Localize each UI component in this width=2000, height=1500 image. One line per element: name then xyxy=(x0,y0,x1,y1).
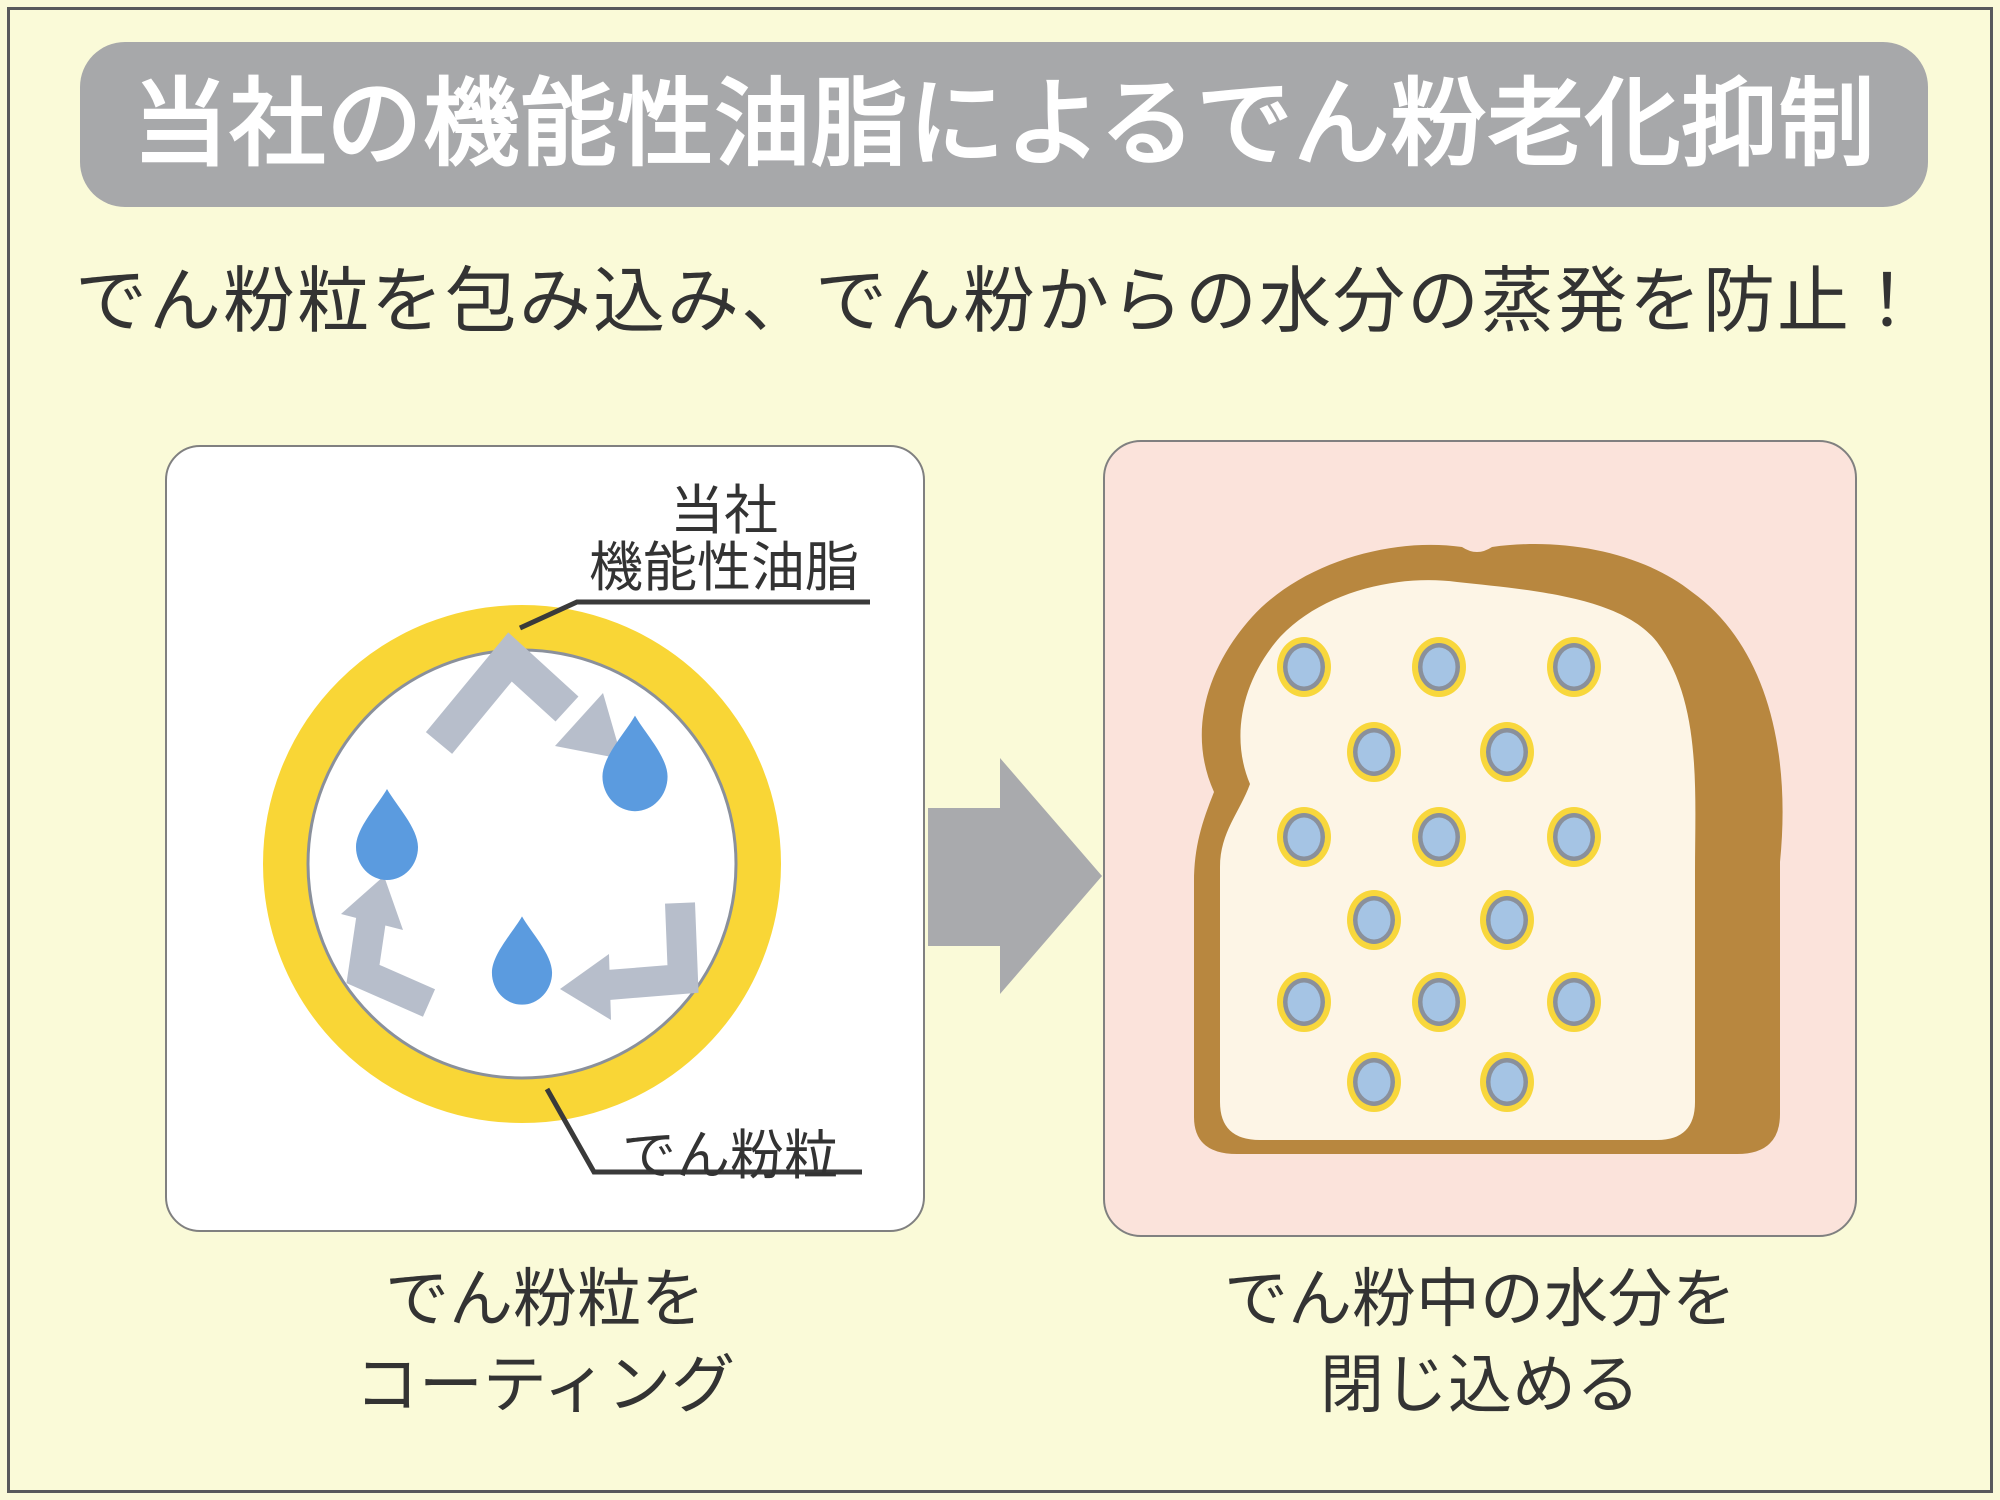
leader-line-starch xyxy=(544,1087,862,1175)
leader-line-coating xyxy=(518,599,870,631)
starch-granule xyxy=(1277,637,1331,697)
cycle-arrow-icon xyxy=(425,632,622,759)
starch-granule xyxy=(1412,807,1466,867)
starch-granule xyxy=(1277,807,1331,867)
cycle-arrow-icon xyxy=(341,876,436,1017)
starch-granule xyxy=(1412,637,1466,697)
starch-granule xyxy=(1480,1052,1534,1112)
title-banner: 当社の機能性油脂によるでん粉老化抑制 xyxy=(80,42,1928,207)
page-title: 当社の機能性油脂によるでん粉老化抑制 xyxy=(132,71,1876,178)
water-droplet-icon xyxy=(356,789,418,880)
starch-granule xyxy=(1547,807,1601,867)
left-caption: でん粉粒を コーティング xyxy=(354,1263,736,1421)
coating-diagram-panel: 当社 機能性油脂 でん粉粒 xyxy=(165,445,925,1232)
coating-diagram xyxy=(263,599,870,1175)
starch-granule xyxy=(1412,972,1466,1032)
bread-panel xyxy=(1103,440,1857,1237)
starch-granule xyxy=(1547,972,1601,1032)
starch-granule xyxy=(1277,972,1331,1032)
coating-label: 当社 機能性油脂 xyxy=(589,481,859,598)
starch-granule xyxy=(1347,890,1401,950)
starch-granule-label: でん粉粒 xyxy=(622,1126,838,1186)
water-droplet-icon xyxy=(491,916,553,1005)
starch-granule xyxy=(1547,637,1601,697)
subtitle-text: でん粉粒を包み込み、でん粉からの水分の蒸発を防止！ xyxy=(74,262,1925,342)
right-caption: でん粉中の水分を 閉じ込める xyxy=(1224,1263,1736,1421)
starch-granule xyxy=(1480,722,1534,782)
cycle-arrow-icon xyxy=(560,902,699,1020)
starch-granule xyxy=(1480,890,1534,950)
starch-granule xyxy=(1347,722,1401,782)
flow-arrow-icon xyxy=(928,758,1102,994)
water-droplet-icon xyxy=(602,715,668,812)
bread-illustration xyxy=(1194,544,1783,1154)
starch-granule xyxy=(1347,1052,1401,1112)
